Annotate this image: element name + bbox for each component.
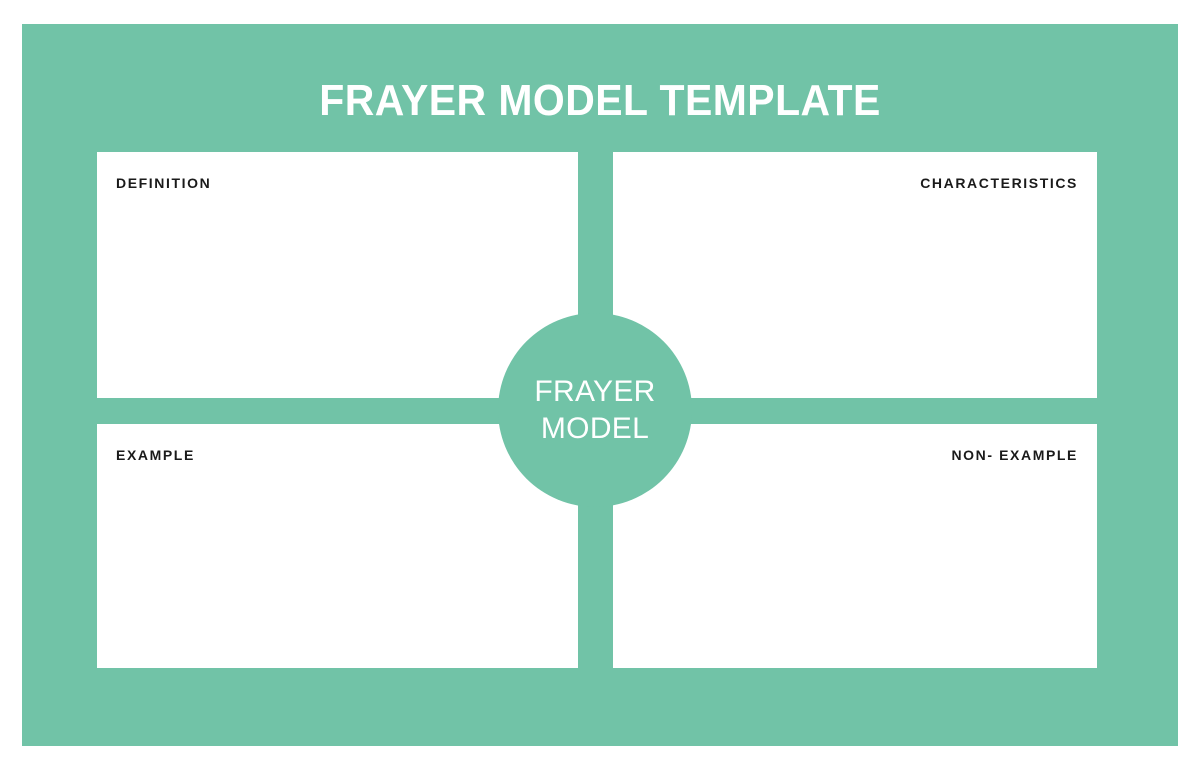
center-circle-label: FRAYER MODEL [534,375,656,445]
quadrant-content-example[interactable] [116,472,559,654]
quadrant-content-characteristics[interactable] [632,200,1078,384]
quadrant-characteristics[interactable]: CHARACTERISTICS [613,152,1097,398]
quadrant-content-non-example[interactable] [632,472,1078,654]
quadrant-label-example: EXAMPLE [116,447,195,463]
quadrant-definition[interactable]: DEFINITION [97,152,578,398]
center-circle[interactable]: FRAYER MODEL [498,313,692,507]
quadrant-label-characteristics: CHARACTERISTICS [920,175,1078,191]
quadrant-label-definition: DEFINITION [116,175,212,191]
page-title: FRAYER MODEL TEMPLATE [319,76,881,125]
quadrant-label-non-example: NON- EXAMPLE [951,447,1078,463]
quadrant-example[interactable]: EXAMPLE [97,424,578,668]
quadrant-content-definition[interactable] [116,200,559,384]
frayer-model-board: FRAYER MODEL TEMPLATE DEFINITION CHARACT… [22,24,1178,746]
quadrant-non-example[interactable]: NON- EXAMPLE [613,424,1097,668]
